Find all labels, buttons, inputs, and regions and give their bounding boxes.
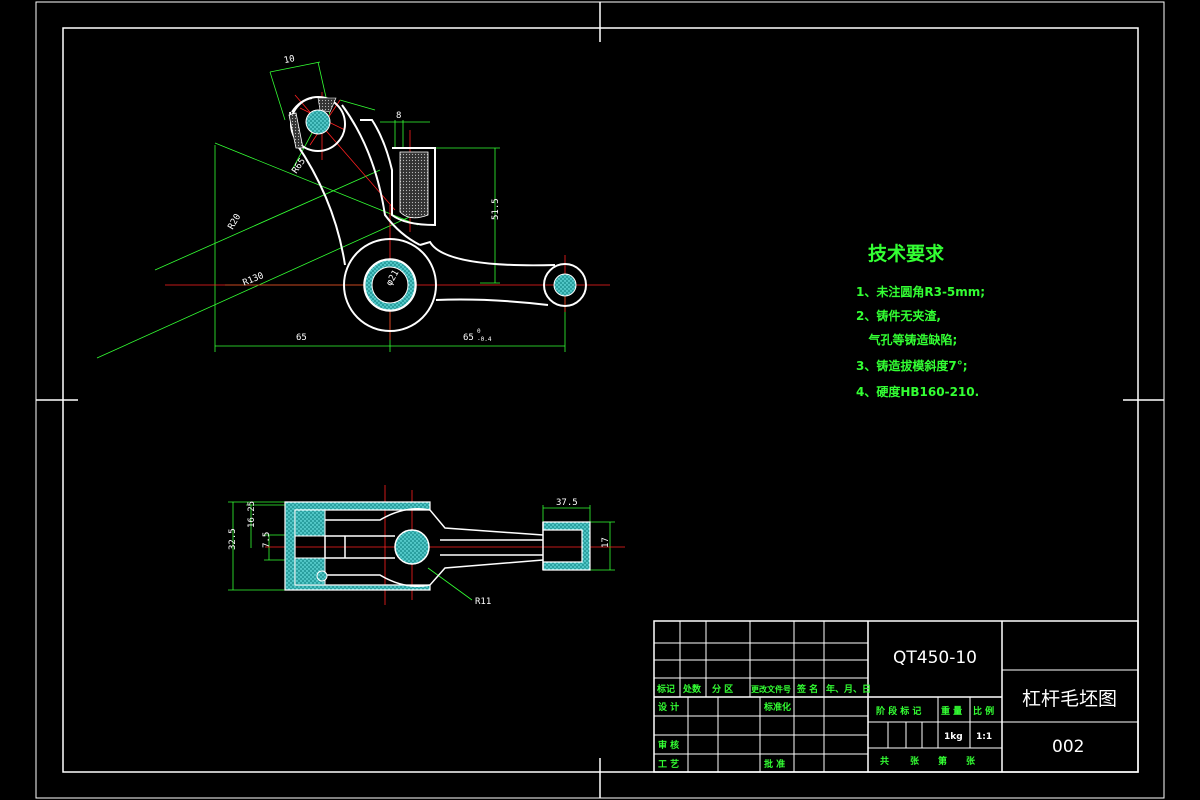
- dim-8: 8: [396, 111, 401, 121]
- sheet-number-label: 第: [938, 755, 947, 767]
- dim-32-5: 32.5: [228, 528, 238, 550]
- dim-65-right: 65: [463, 333, 474, 343]
- row-design: 设 计: [658, 701, 679, 713]
- rev-header-sign: 签 名: [796, 683, 818, 695]
- tech-requirement-2: 2、铸件无夹渣,: [856, 308, 941, 323]
- dim-7-5: 7.5: [262, 532, 272, 548]
- tech-requirement-1: 1、未注圆角R3-5mm;: [856, 284, 985, 299]
- tech-requirement-4: 4、硬度HB160-210.: [856, 384, 979, 399]
- row-standardize: 标准化: [763, 701, 791, 713]
- row-review: 审 核: [658, 739, 679, 751]
- tech-requirement-2b: 气孔等铸造缺陷;: [856, 332, 957, 347]
- sheet-unit-1: 张: [910, 755, 920, 767]
- rev-header-doc: 更改文件号: [751, 684, 791, 694]
- dim-r11: R11: [475, 597, 491, 607]
- dim-r20: R20: [227, 212, 244, 231]
- material-label: QT450-10: [893, 648, 977, 668]
- rev-header-zone: 分 区: [712, 683, 733, 695]
- dim-51-5: 51.5: [491, 198, 501, 220]
- rev-header-mark: 标记: [656, 683, 675, 695]
- scale-label: 比 例: [973, 705, 994, 717]
- stage-mark-label: 阶 段 标 记: [876, 705, 921, 717]
- row-approve: 批 准: [764, 758, 785, 770]
- dim-r130: R130: [241, 271, 265, 288]
- outer-border: [35, 1, 1165, 799]
- drawing-name: 杠杆毛坯图: [1022, 688, 1117, 710]
- scale-value: 1:1: [976, 732, 992, 742]
- weight-label: 重 量: [941, 705, 962, 717]
- dim-17: 17: [601, 537, 611, 548]
- rev-header-date: 年、月、日: [826, 683, 871, 695]
- row-process: 工 艺: [658, 758, 679, 770]
- dim-16-25: 16.25: [247, 501, 257, 528]
- dim-37-5: 37.5: [556, 498, 578, 508]
- top-view: 10 8 R65 R20 R130 51.5 φ21 65 65 0 -0.4: [96, 54, 610, 359]
- tech-requirements: 技术要求 1、未注圆角R3-5mm; 2、铸件无夹渣, 气孔等铸造缺陷; 3、铸…: [856, 242, 985, 399]
- side-view: 32.5 16.25 7.5 37.5 17 R11: [228, 485, 625, 607]
- weight-value: 1kg: [944, 732, 963, 742]
- dim-65-tol-upper: 0: [477, 328, 481, 335]
- dim-65-tol-lower: -0.4: [477, 336, 492, 343]
- dim-10: 10: [283, 54, 296, 66]
- dim-r65: R65: [290, 157, 308, 176]
- sheet-total-label: 共: [880, 755, 889, 767]
- tech-requirements-title: 技术要求: [868, 242, 945, 265]
- sheet-unit-2: 张: [966, 755, 976, 767]
- drawing-number: 002: [1052, 737, 1084, 757]
- tech-requirement-3: 3、铸造拔模斜度7°;: [856, 358, 968, 373]
- drawing-frame: [35, 1, 1165, 799]
- dim-65-left: 65: [296, 333, 307, 343]
- title-block: QT450-10 杠杆毛坯图 002 标记 处数 分 区 更改文件号 签 名 年…: [653, 620, 1139, 773]
- rev-header-count: 处数: [682, 683, 702, 695]
